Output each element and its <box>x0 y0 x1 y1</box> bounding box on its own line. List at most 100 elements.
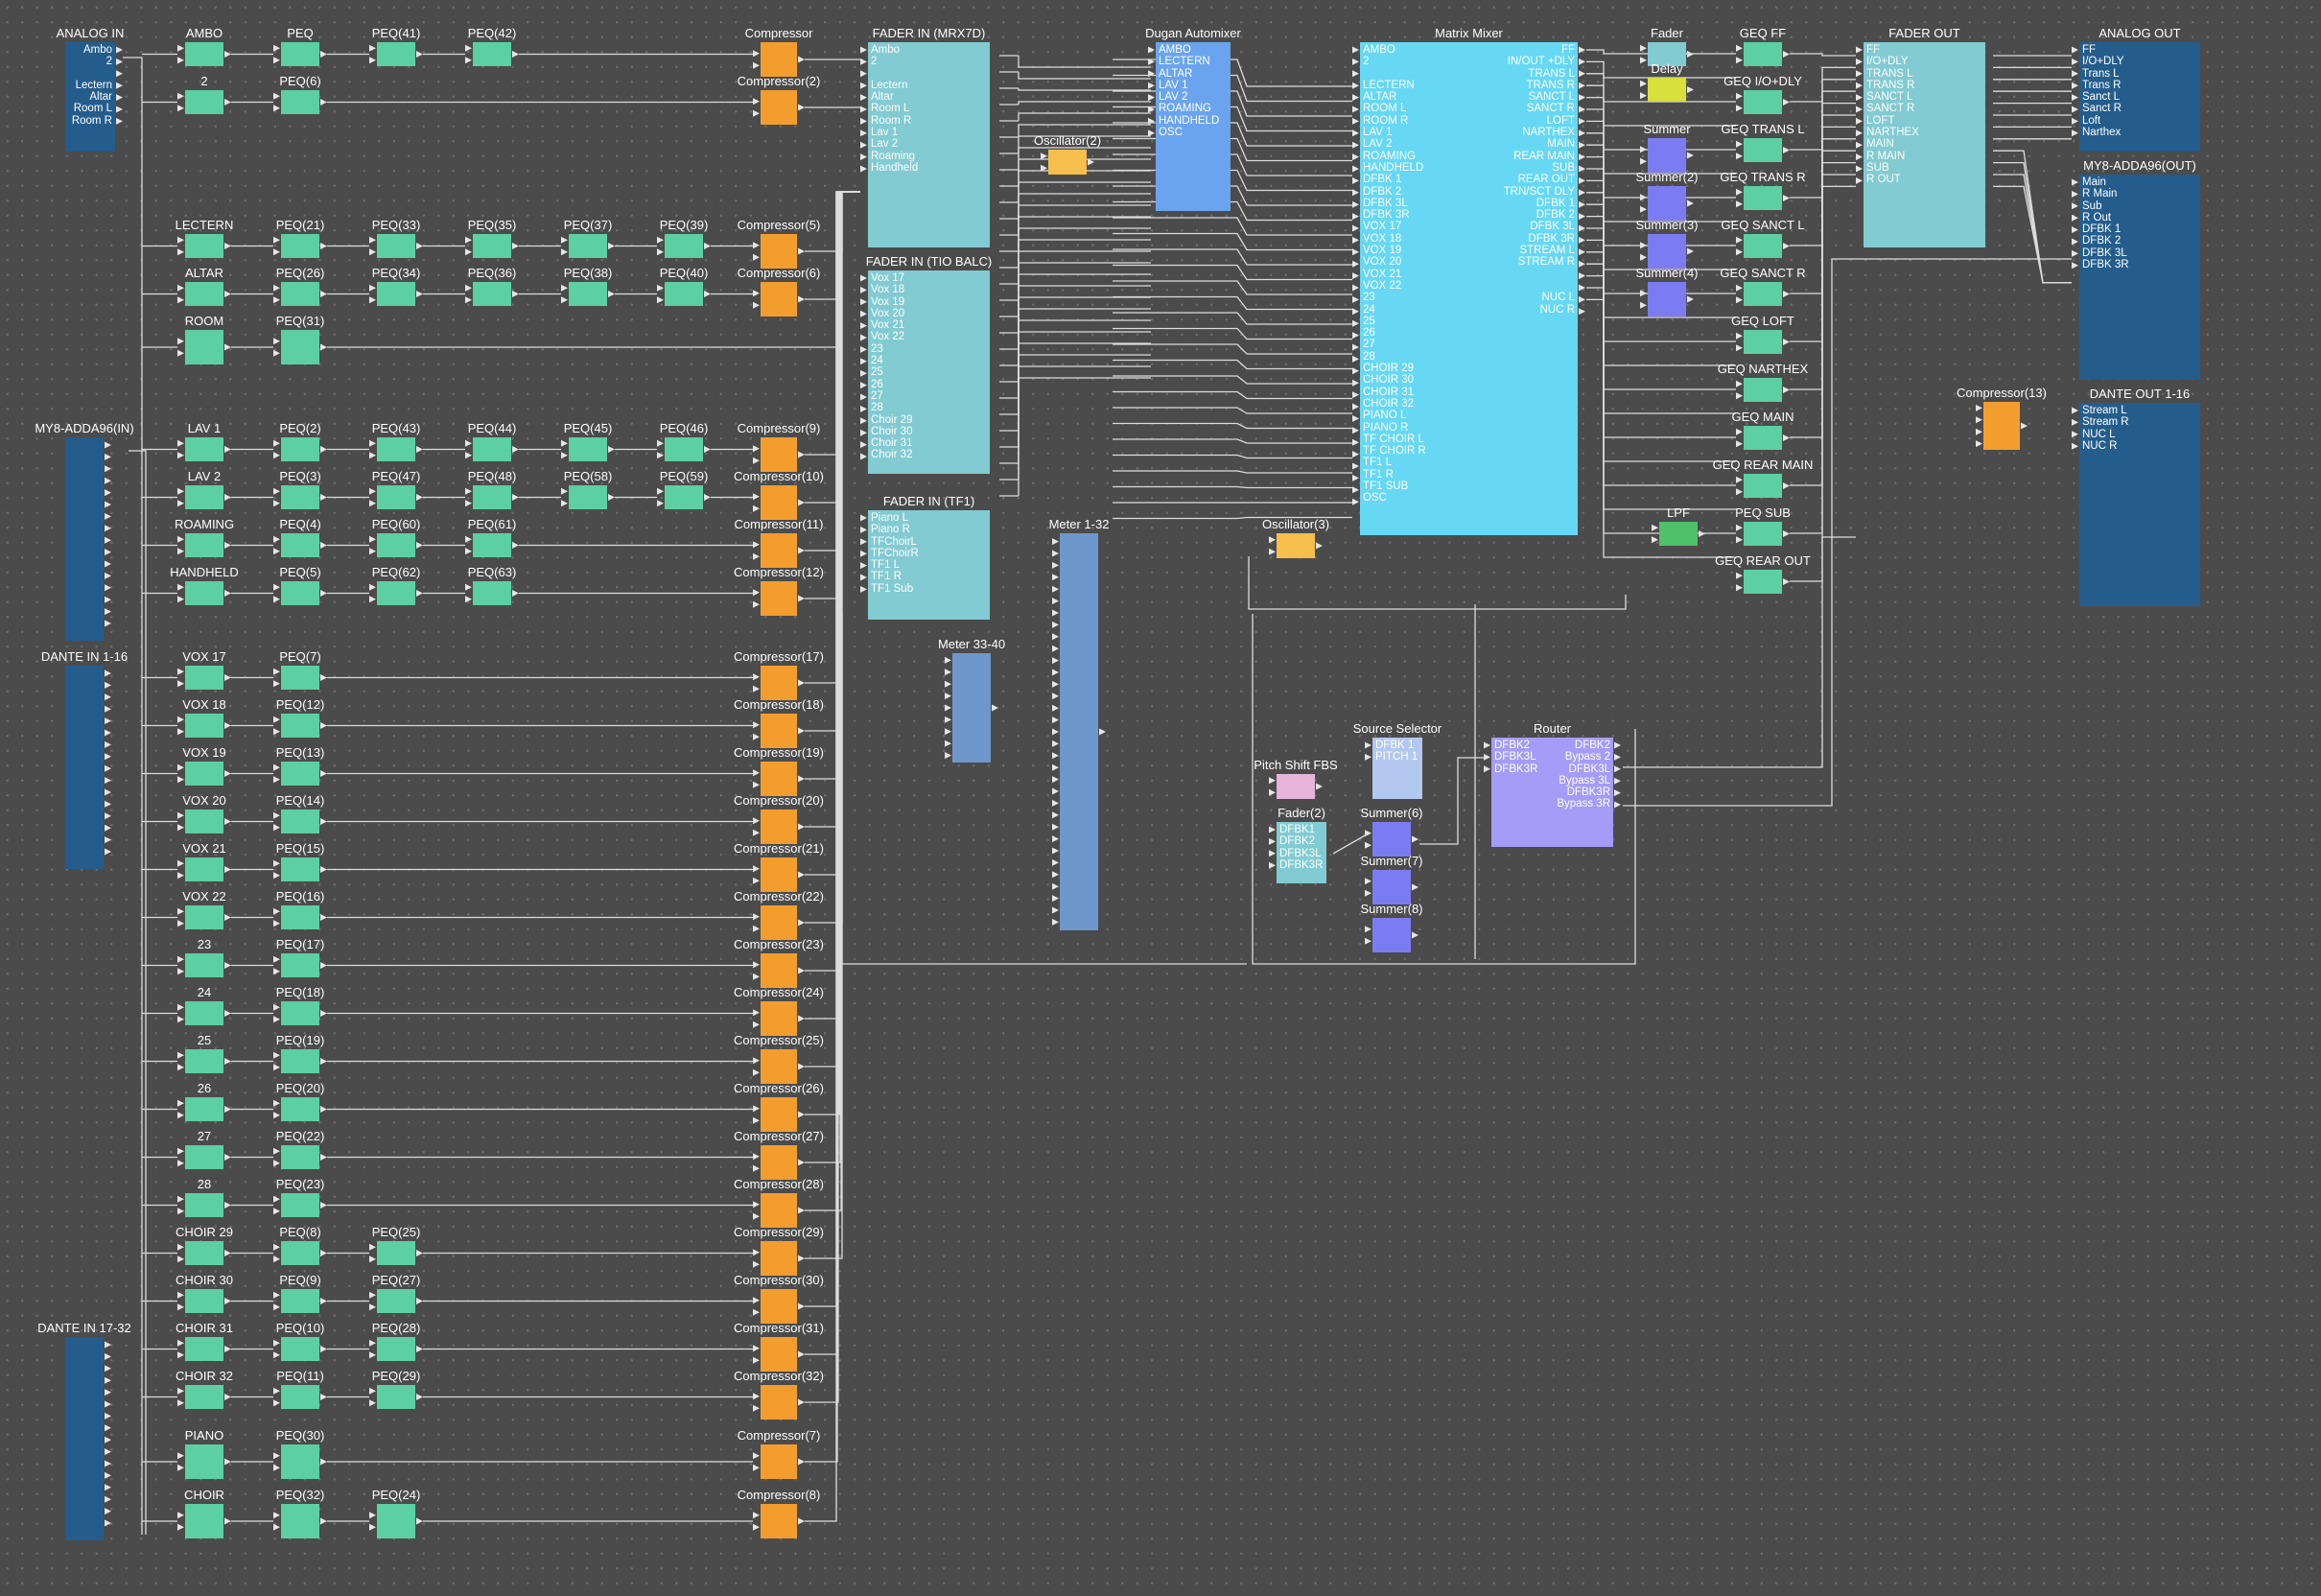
output-port-arrow[interactable] <box>1579 308 1585 316</box>
output-port-arrow[interactable] <box>512 291 519 297</box>
input-port-arrow[interactable] <box>753 925 760 932</box>
input-port-arrow[interactable] <box>753 1523 760 1531</box>
input-port-arrow[interactable] <box>273 1112 280 1119</box>
input-port-arrow[interactable] <box>1352 106 1359 113</box>
output-port-arrow[interactable] <box>320 446 327 453</box>
output-port-arrow[interactable] <box>224 1517 231 1525</box>
output-port-arrow[interactable] <box>224 1250 231 1256</box>
input-port-arrow[interactable] <box>753 493 760 501</box>
output-port-arrow[interactable] <box>105 681 111 689</box>
output-port-arrow[interactable] <box>416 51 423 58</box>
output-port-arrow[interactable] <box>224 446 231 453</box>
input-port-arrow[interactable] <box>177 1512 184 1519</box>
output-port-arrow[interactable] <box>1687 200 1694 207</box>
input-port-arrow[interactable] <box>2072 442 2078 450</box>
output-port-arrow[interactable] <box>608 243 615 249</box>
input-port-arrow[interactable] <box>177 1243 184 1251</box>
input-port-arrow[interactable] <box>1269 777 1276 785</box>
input-port-arrow[interactable] <box>1856 153 1863 161</box>
summer-6-block[interactable] <box>1372 822 1411 857</box>
input-port-arrow[interactable] <box>1052 799 1059 807</box>
input-port-arrow[interactable] <box>1365 878 1372 885</box>
geq-rear-main-block[interactable] <box>1744 474 1782 498</box>
peq-40-block[interactable] <box>665 282 703 306</box>
input-port-arrow[interactable] <box>273 1351 280 1359</box>
input-port-arrow[interactable] <box>1352 129 1359 137</box>
output-port-arrow[interactable] <box>798 1303 805 1310</box>
output-port-arrow[interactable] <box>798 595 805 602</box>
input-port-arrow[interactable] <box>273 1339 280 1347</box>
input-port-arrow[interactable] <box>177 1160 184 1167</box>
input-port-arrow[interactable] <box>273 439 280 447</box>
input-port-arrow[interactable] <box>1352 462 1359 470</box>
input-port-arrow[interactable] <box>1352 82 1359 89</box>
input-port-arrow[interactable] <box>1148 70 1155 78</box>
input-port-arrow[interactable] <box>177 1016 184 1023</box>
input-port-arrow[interactable] <box>1736 392 1743 400</box>
compressor-23-block[interactable] <box>761 953 797 988</box>
input-port-arrow[interactable] <box>860 369 867 377</box>
peq-41-block[interactable] <box>377 42 415 66</box>
input-port-arrow[interactable] <box>860 429 867 436</box>
output-port-arrow[interactable] <box>105 1400 111 1408</box>
oscillator-3-block[interactable] <box>1277 533 1315 558</box>
delay-block[interactable] <box>1648 78 1686 102</box>
input-port-arrow[interactable] <box>1052 728 1059 736</box>
output-port-arrow[interactable] <box>320 291 327 297</box>
input-port-arrow[interactable] <box>177 596 184 603</box>
input-port-arrow[interactable] <box>273 955 280 963</box>
input-port-arrow[interactable] <box>1736 332 1743 340</box>
output-port-arrow[interactable] <box>1579 248 1585 256</box>
input-port-arrow[interactable] <box>860 70 867 78</box>
output-port-arrow[interactable] <box>1783 99 1790 106</box>
output-port-arrow[interactable] <box>608 291 615 297</box>
input-port-arrow[interactable] <box>2072 238 2078 246</box>
input-port-arrow[interactable] <box>1352 451 1359 458</box>
output-port-arrow[interactable] <box>224 722 231 729</box>
peq-sub-block[interactable] <box>1744 522 1782 546</box>
input-port-arrow[interactable] <box>177 535 184 543</box>
input-port-arrow[interactable] <box>1736 153 1743 160</box>
input-port-arrow[interactable] <box>177 439 184 447</box>
output-port-arrow[interactable] <box>224 1202 231 1209</box>
output-port-arrow[interactable] <box>320 1394 327 1400</box>
output-port-arrow[interactable] <box>798 727 805 735</box>
output-port-arrow[interactable] <box>416 446 423 453</box>
input-port-arrow[interactable] <box>177 338 184 345</box>
input-port-arrow[interactable] <box>753 1057 760 1065</box>
input-port-arrow[interactable] <box>177 1099 184 1107</box>
output-port-arrow[interactable] <box>798 451 805 458</box>
input-port-arrow[interactable] <box>177 716 184 723</box>
input-port-arrow[interactable] <box>177 668 184 675</box>
input-port-arrow[interactable] <box>177 500 184 507</box>
input-port-arrow[interactable] <box>1736 200 1743 208</box>
input-port-arrow[interactable] <box>657 248 664 256</box>
compressor-2-block[interactable] <box>761 90 797 125</box>
input-port-arrow[interactable] <box>1052 657 1059 665</box>
input-port-arrow[interactable] <box>273 1291 280 1299</box>
output-port-arrow[interactable] <box>1579 260 1585 268</box>
input-port-arrow[interactable] <box>860 453 867 460</box>
input-port-arrow[interactable] <box>177 248 184 256</box>
input-port-arrow[interactable] <box>753 1116 760 1124</box>
output-port-arrow[interactable] <box>105 848 111 856</box>
input-port-arrow[interactable] <box>945 656 951 664</box>
input-port-arrow[interactable] <box>369 439 376 447</box>
input-port-arrow[interactable] <box>1052 550 1059 557</box>
input-port-arrow[interactable] <box>369 1303 376 1311</box>
output-port-arrow[interactable] <box>1412 835 1418 843</box>
input-port-arrow[interactable] <box>273 452 280 459</box>
lectern-block[interactable] <box>185 234 223 258</box>
output-port-arrow[interactable] <box>105 1389 111 1396</box>
output-port-arrow[interactable] <box>320 818 327 825</box>
output-port-arrow[interactable] <box>105 477 111 484</box>
output-port-arrow[interactable] <box>1783 243 1790 249</box>
input-port-arrow[interactable] <box>465 236 472 244</box>
output-port-arrow[interactable] <box>105 1495 111 1503</box>
input-port-arrow[interactable] <box>369 1387 376 1395</box>
output-port-arrow[interactable] <box>105 1352 111 1360</box>
output-port-arrow[interactable] <box>512 243 519 249</box>
output-port-arrow[interactable] <box>1783 51 1790 58</box>
